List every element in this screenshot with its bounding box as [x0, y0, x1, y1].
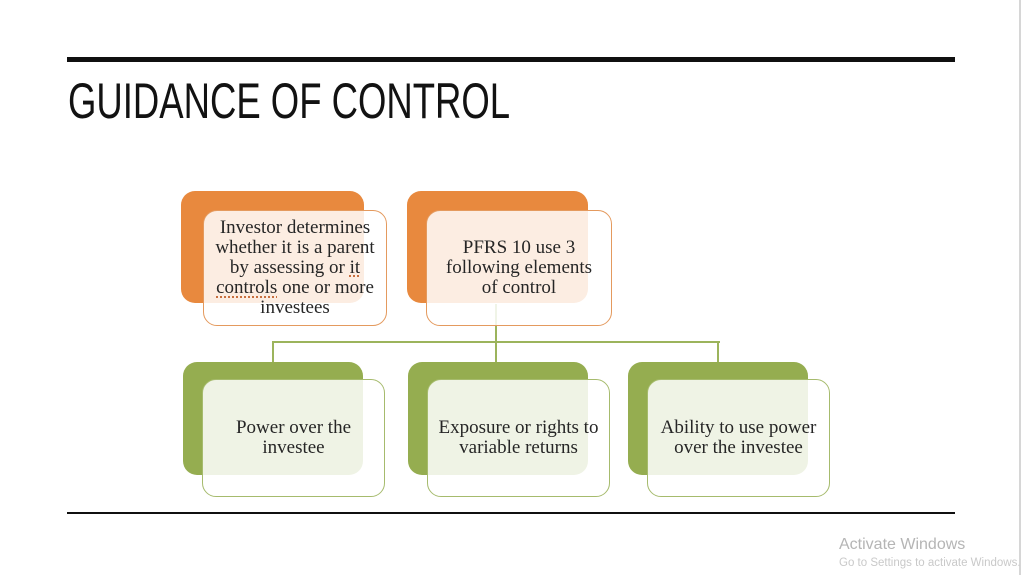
title-top-rule [67, 57, 955, 62]
node-ability-text: Ability to use power over the investee [660, 416, 817, 458]
connector-line-stub-right [717, 341, 719, 362]
node-pfrs-text: PFRS 10 use 3 following elements of cont… [445, 236, 593, 299]
activate-windows-watermark: Activate Windows Go to Settings to activ… [839, 536, 1021, 570]
connector-line-stub-middle [495, 341, 497, 362]
node-investor: Investor determines whether it is a pare… [203, 210, 387, 326]
watermark-title: Activate Windows [839, 536, 966, 553]
node-investor-text: Investor determines whether it is a pare… [215, 216, 375, 319]
watermark-subtitle: Go to Settings to activate Windows. [839, 557, 1021, 569]
node-exposure: Exposure or rights to variable returns [427, 379, 610, 497]
connector-line-stub-left [272, 341, 274, 362]
node-power-text: Power over the investee [235, 416, 352, 458]
slide-title: GUIDANCE OF CONTROL [68, 73, 511, 129]
node-power: Power over the investee [202, 379, 385, 497]
node-pfrs: PFRS 10 use 3 following elements of cont… [426, 210, 612, 326]
footer-rule [67, 512, 955, 514]
node-exposure-text: Exposure or rights to variable returns [438, 416, 599, 458]
window-edge-divider [1019, 0, 1021, 575]
node-ability: Ability to use power over the investee [647, 379, 830, 497]
